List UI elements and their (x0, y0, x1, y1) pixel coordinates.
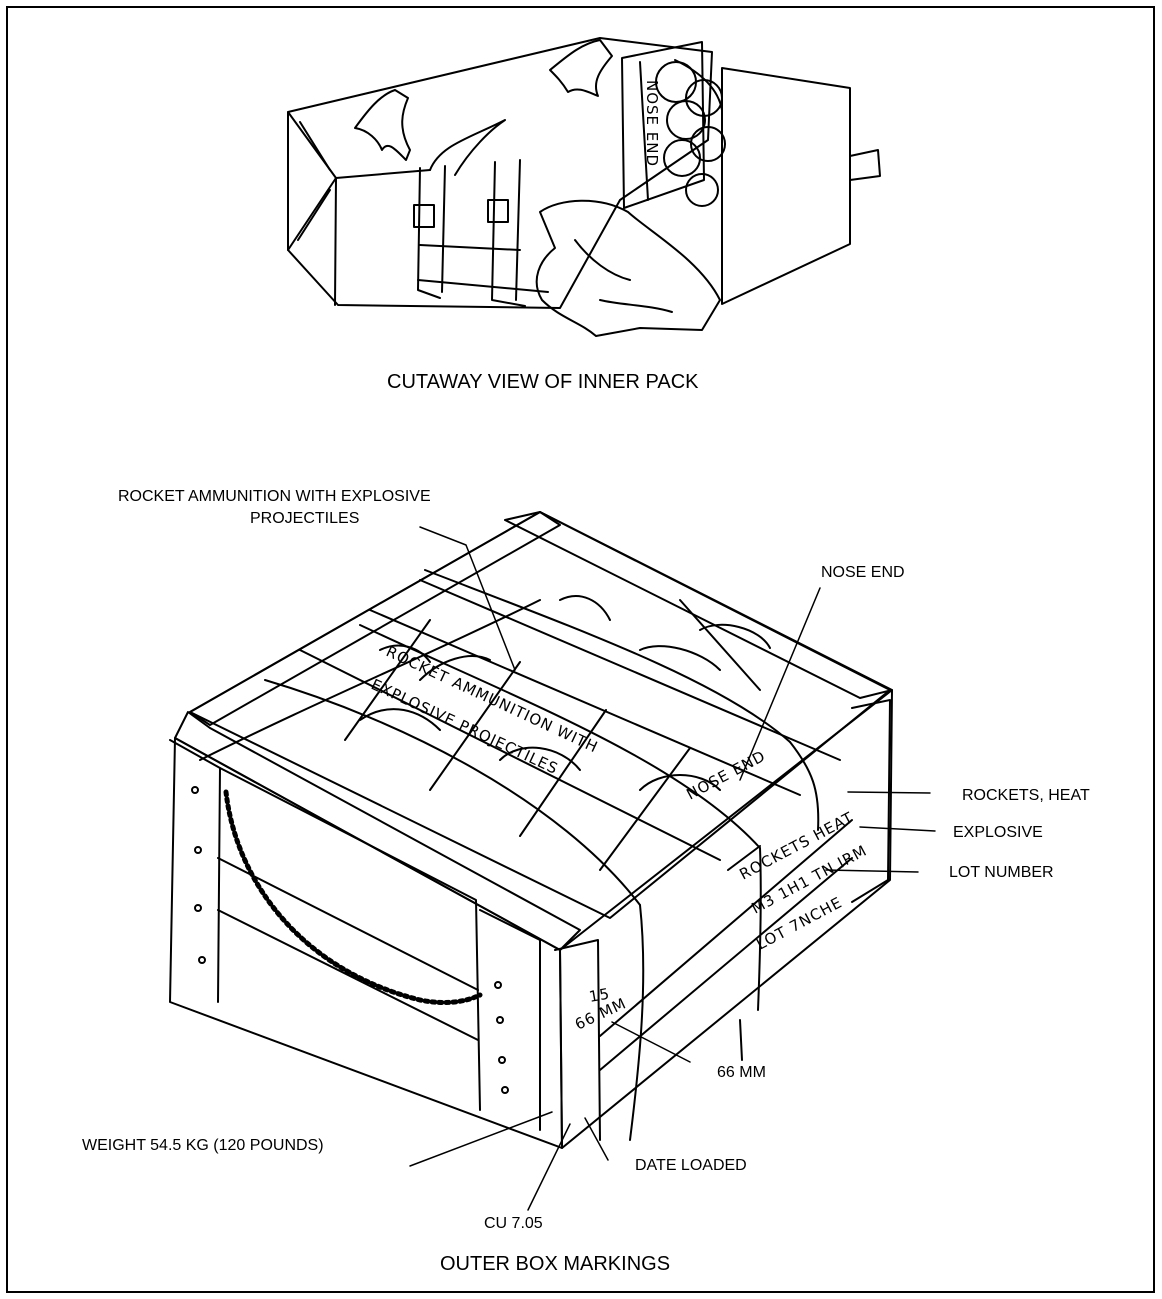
inner-nose-end-marking: NOSE END (643, 80, 661, 167)
callout-rockets-heat: ROCKETS, HEAT (962, 787, 1090, 804)
leader-lines (409, 526, 936, 1211)
callout-cu: CU 7.05 (484, 1215, 543, 1232)
callout-lot-number: LOT NUMBER (949, 864, 1054, 881)
callout-date-loaded: DATE LOADED (635, 1157, 747, 1174)
outer-box-caption: OUTER BOX MARKINGS (440, 1253, 671, 1275)
callout-rocket-ammunition: ROCKET AMMUNITION WITH EXPLOSIVE (118, 488, 431, 505)
outer-box-drawing (169, 511, 893, 1149)
callout-66mm: 66 MM (717, 1064, 766, 1081)
callout-projectiles: PROJECTILES (250, 510, 360, 527)
end-15-marking: 15 (588, 985, 612, 1006)
callout-weight: WEIGHT 54.5 KG (120 POUNDS) (82, 1137, 324, 1154)
callout-explosive: EXPLOSIVE (953, 824, 1043, 841)
callout-nose-end: NOSE END (821, 564, 905, 581)
inner-pack-caption: CUTAWAY VIEW OF INNER PACK (387, 371, 699, 393)
inner-pack-drawing (287, 37, 881, 337)
